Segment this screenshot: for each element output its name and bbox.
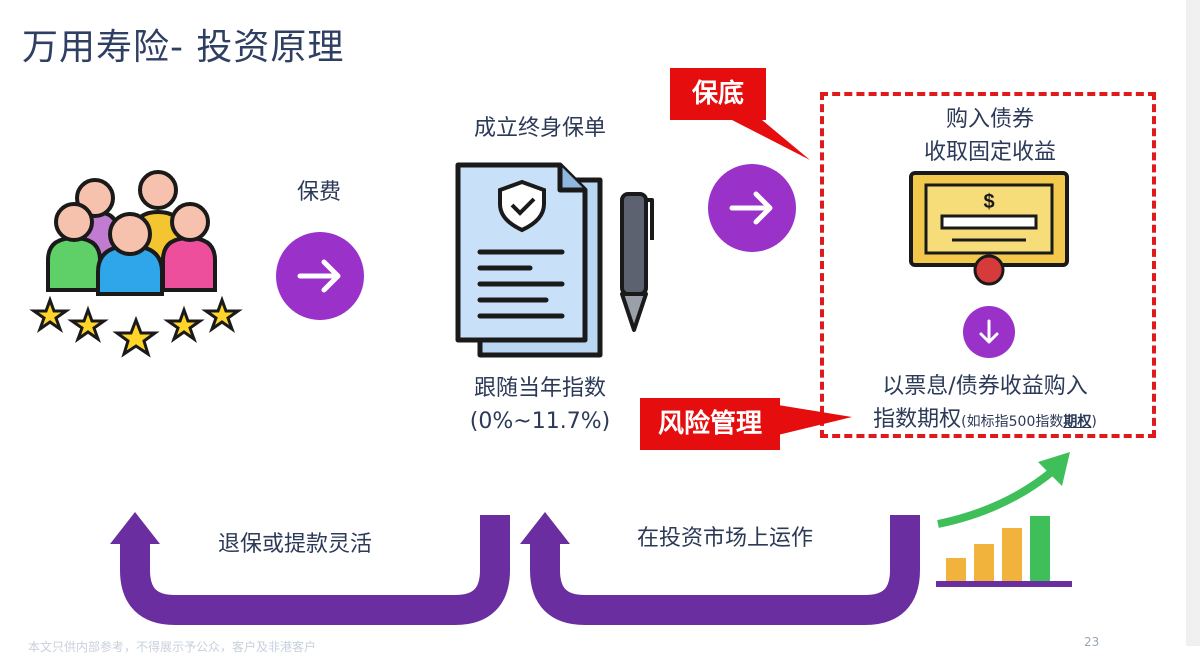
options-line2: 指数期权(如标指500指数期权) bbox=[835, 403, 1135, 439]
arrow-right-icon bbox=[708, 164, 796, 252]
policy-document-icon bbox=[455, 162, 603, 358]
footnote: 本文只供内部参考，不得展示予公众，客户及非港客户 bbox=[28, 640, 317, 654]
guarantee-callout-pointer bbox=[732, 120, 810, 160]
growth-chart-icon bbox=[936, 452, 1072, 587]
page-number: 23 bbox=[1084, 635, 1100, 649]
flow-arrows bbox=[110, 512, 920, 625]
page-title: 万用寿险- 投资原理 bbox=[22, 27, 345, 68]
people-group-icon bbox=[29, 170, 243, 358]
options-text: 以票息/债券收益购入 指数期权(如标指500指数期权) bbox=[835, 370, 1135, 439]
policy-index-line1: 跟随当年指数 bbox=[473, 376, 606, 401]
investment-dashed-box bbox=[820, 92, 1156, 438]
tag-risk: 风险管理 bbox=[640, 398, 780, 450]
bond-certificate-icon: $ bbox=[909, 171, 1069, 286]
flow-left-label: 退保或提款灵活 bbox=[217, 532, 372, 557]
scrollbar-track[interactable] bbox=[1186, 0, 1200, 646]
policy-index-line2: (0%~11.7%) bbox=[469, 409, 611, 434]
options-line1: 以票息/债券收益购入 bbox=[882, 374, 1088, 399]
premium-label: 保费 bbox=[296, 180, 341, 205]
tag-guarantee: 保底 bbox=[670, 68, 766, 120]
pen-icon bbox=[620, 192, 654, 332]
options-line2-main: 指数期权 bbox=[873, 407, 962, 432]
options-line2-small-a: (如标指500指数 bbox=[961, 414, 1064, 430]
policy-index-text: 跟随当年指数 (0%~11.7%) bbox=[430, 372, 650, 438]
flow-right-label: 在投资市场上运作 bbox=[636, 526, 813, 551]
arrow-right-icon bbox=[276, 232, 364, 320]
bond-line2: 收取固定收益 bbox=[923, 140, 1056, 165]
options-line2-small-b: 期权 bbox=[1063, 414, 1092, 430]
options-line2-small-c: ) bbox=[1091, 414, 1097, 430]
bond-text: 购入债券 收取固定收益 bbox=[850, 103, 1130, 169]
policy-title: 成立终身保单 bbox=[473, 116, 606, 141]
risk-callout-pointer bbox=[778, 405, 852, 435]
bond-line1: 购入债券 bbox=[945, 107, 1034, 132]
arrow-down-icon bbox=[963, 306, 1015, 358]
svg-text:$: $ bbox=[983, 191, 994, 213]
